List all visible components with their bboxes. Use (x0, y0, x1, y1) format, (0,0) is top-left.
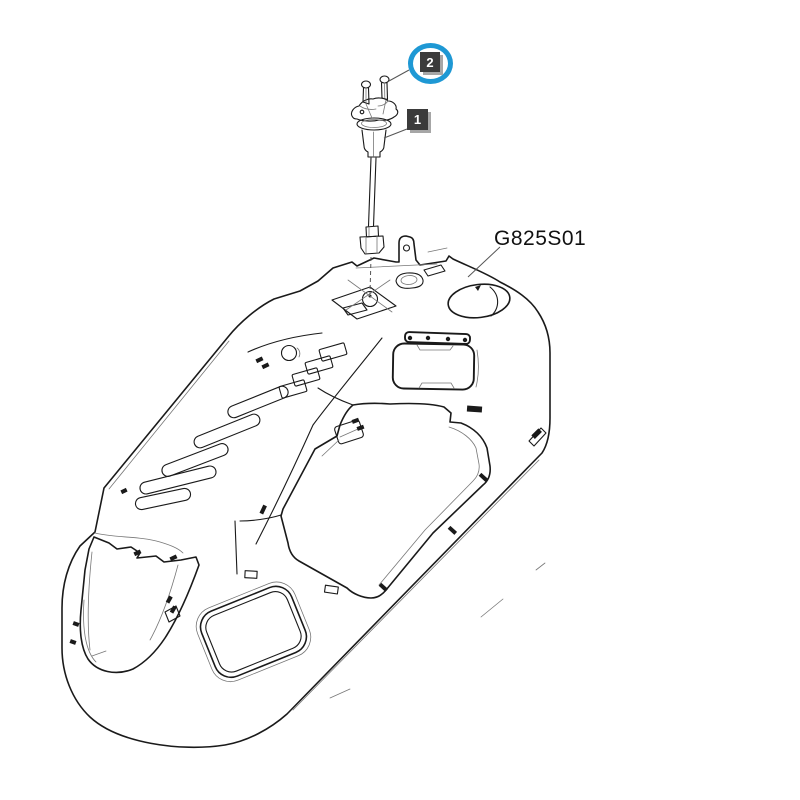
button-panel (247, 332, 348, 399)
center-opening (234, 387, 491, 599)
main-body-panel (61, 235, 551, 749)
cable-assembly-part (350, 97, 399, 295)
highlight-ring (408, 43, 453, 84)
hinge-strip (391, 331, 479, 391)
leader-line-callout-2 (388, 69, 410, 82)
mounting-screws (360, 75, 390, 119)
callout-1[interactable]: 1 (407, 109, 428, 130)
leader-line-part-code (467, 246, 501, 278)
leader-lines (383, 69, 501, 278)
callout-2[interactable]: 2 (420, 52, 440, 72)
part-code-label: G825S01 (494, 227, 587, 250)
leader-line-callout-1 (383, 128, 408, 139)
bottom-opening (195, 581, 312, 683)
left-opening (69, 532, 200, 674)
vent-slots (120, 385, 289, 511)
